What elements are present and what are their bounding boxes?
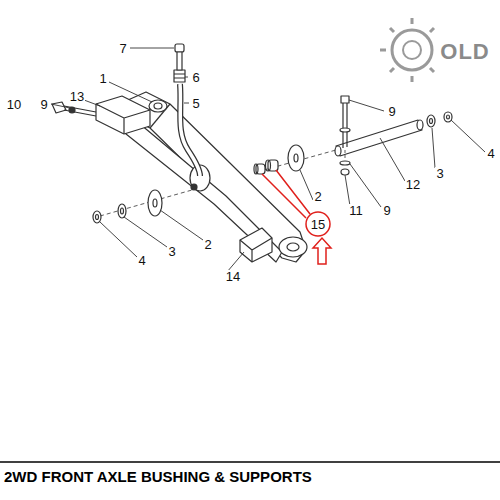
callout-number: 2 xyxy=(313,190,322,203)
callout-number: 9 xyxy=(39,98,48,111)
right-bracket xyxy=(240,228,272,262)
bushing xyxy=(254,160,278,174)
axle-rail xyxy=(126,118,282,262)
callout-number: 15 xyxy=(310,218,326,231)
support-shaft xyxy=(336,120,422,156)
logo-text: OLD xyxy=(439,41,490,63)
callout-number: 14 xyxy=(225,270,241,283)
callout-number: 3 xyxy=(167,245,176,258)
callout-number: 9 xyxy=(387,105,396,118)
callout-number: 4 xyxy=(137,254,146,267)
bolt xyxy=(52,102,66,113)
callout-number: 7 xyxy=(118,42,127,55)
title-rule xyxy=(0,461,500,463)
diagram-title: 2WD FRONT AXLE BUSHING & SUPPORTS xyxy=(4,468,312,485)
axle-beam xyxy=(128,92,306,262)
callout-number: 5 xyxy=(191,97,200,110)
logo-gear xyxy=(380,18,434,82)
callout-number: 13 xyxy=(69,90,85,103)
callout-number: 1 xyxy=(98,72,107,85)
callout-number: 6 xyxy=(191,71,200,84)
callout-number: 4 xyxy=(486,147,495,160)
callout-number: 10 xyxy=(6,98,22,111)
callout-number: 2 xyxy=(203,238,212,251)
callout-number: 12 xyxy=(405,178,421,191)
callout-number: 3 xyxy=(435,167,444,180)
leader-lines xyxy=(51,48,485,272)
highlight-marks xyxy=(262,170,331,264)
callout-number: 11 xyxy=(348,204,364,217)
left-bracket xyxy=(96,96,150,134)
callout-number: 9 xyxy=(382,204,391,217)
hose xyxy=(180,84,200,176)
